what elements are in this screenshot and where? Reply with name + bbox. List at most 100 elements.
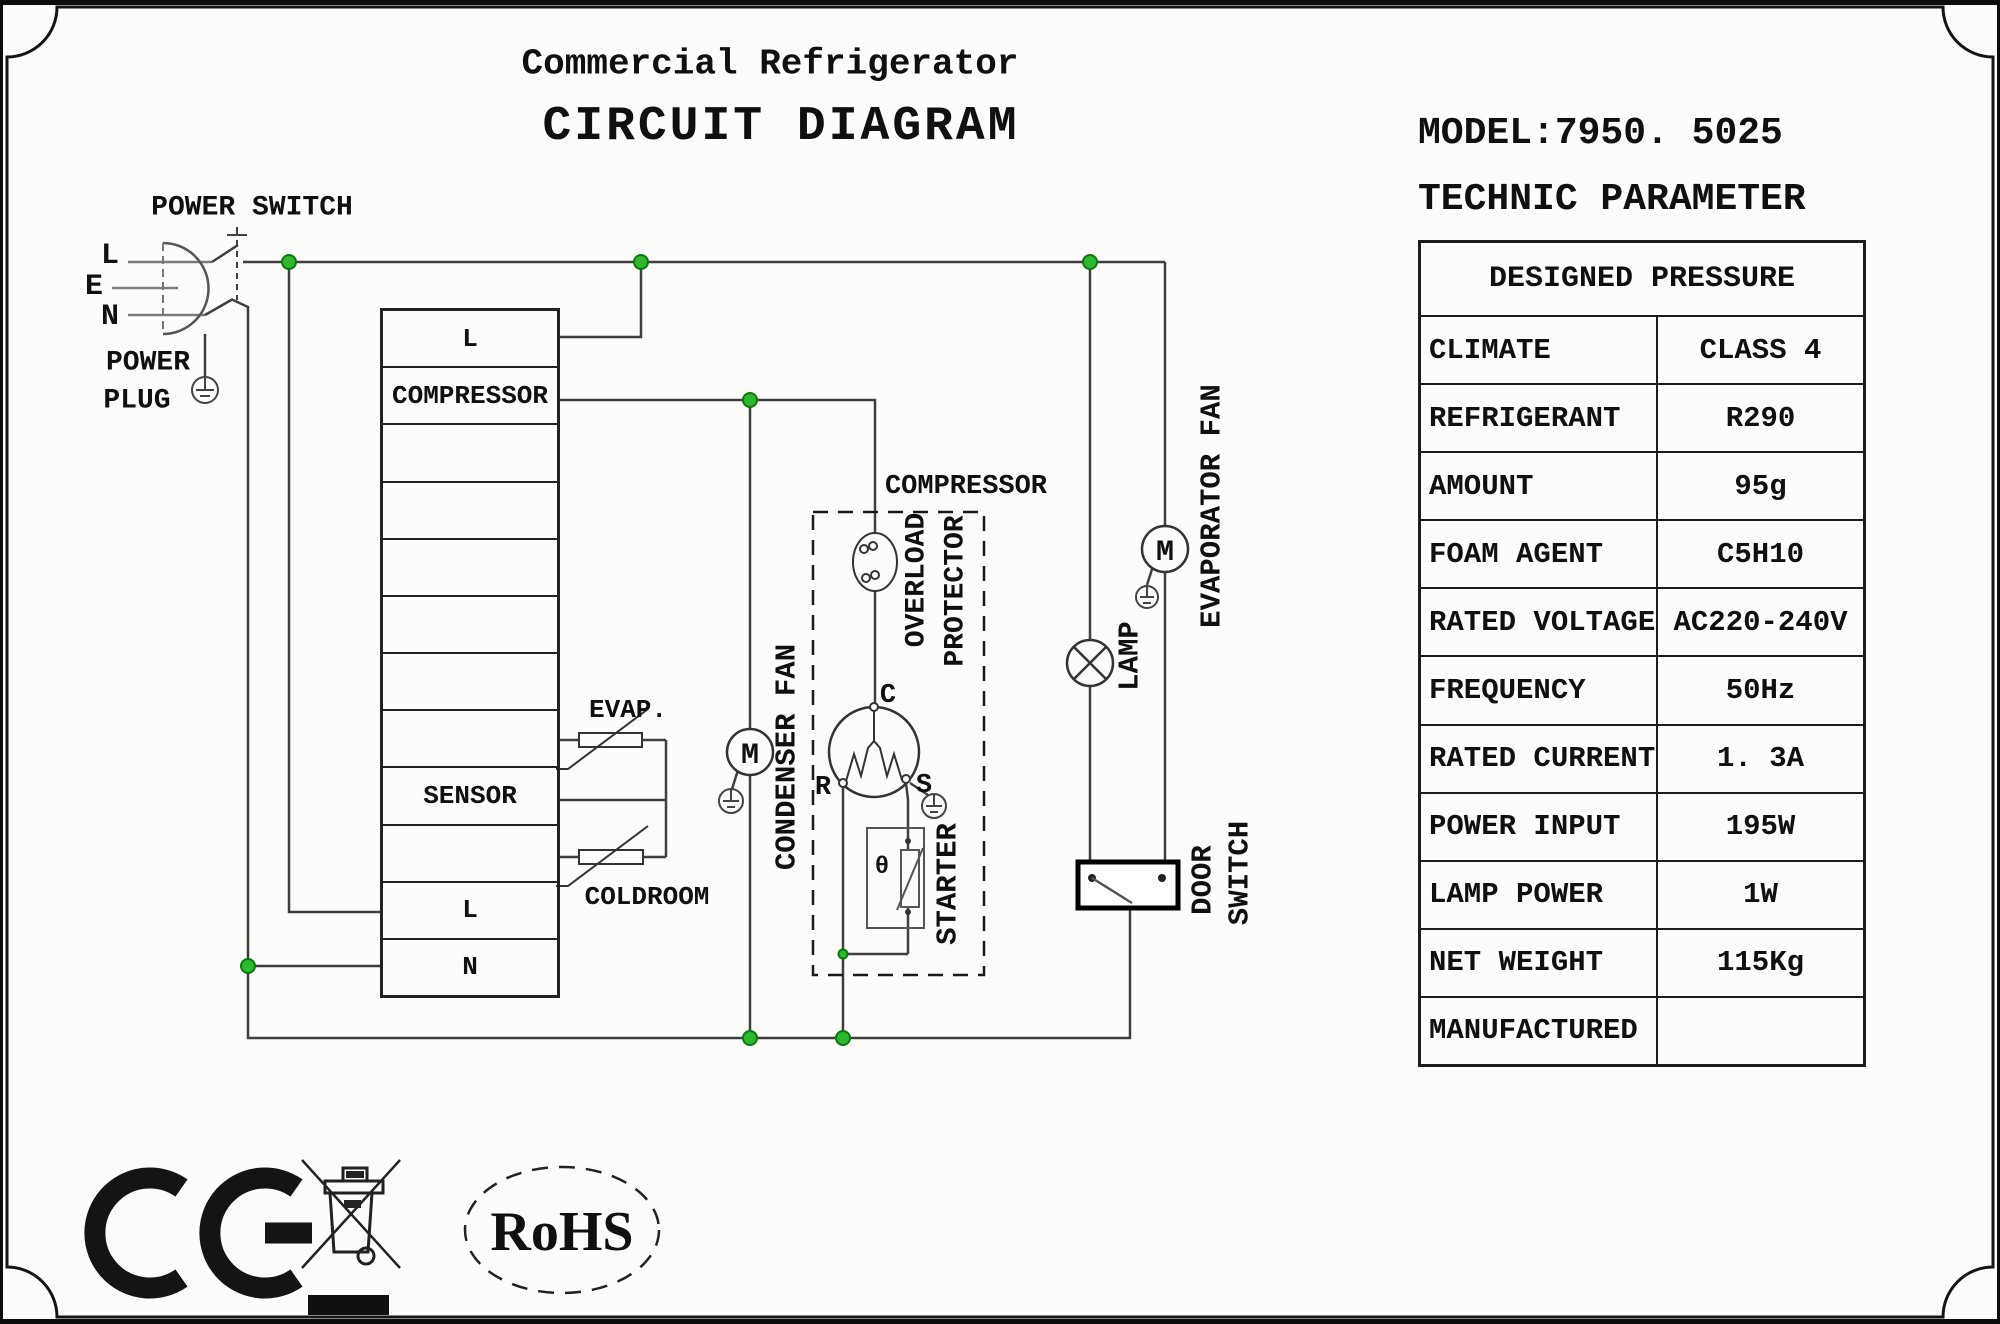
plug-body-arc bbox=[162, 241, 210, 336]
terminal-row bbox=[383, 537, 557, 595]
scan-edge-bottom bbox=[0, 1319, 2000, 1324]
param-value: 1W bbox=[1743, 878, 1778, 912]
starter-label: STARTER bbox=[931, 823, 965, 945]
motor-winding-zigzag bbox=[845, 739, 903, 782]
terminal-r-letter: R bbox=[815, 773, 832, 803]
table-row: NET WEIGHT 115Kg bbox=[1421, 929, 1863, 998]
terminal-s-letter: S bbox=[916, 771, 932, 801]
param-value: C5H10 bbox=[1716, 537, 1804, 571]
param-value bbox=[1658, 998, 1863, 1064]
doc-title-line2: CIRCUIT DIAGRAM bbox=[542, 100, 1020, 154]
ground-icon bbox=[718, 788, 744, 814]
lamp-icon bbox=[1065, 638, 1115, 688]
terminal-row bbox=[383, 709, 557, 766]
evaporator-fan-label: EVAPORATOR FAN bbox=[1195, 384, 1229, 628]
weee-bin-icon bbox=[301, 1159, 401, 1315]
plug-prongs bbox=[112, 260, 212, 317]
param-value: 95g bbox=[1734, 469, 1787, 503]
lamp-label: LAMP bbox=[1113, 621, 1147, 691]
protector-label: PROTECTOR bbox=[940, 515, 972, 667]
power-switch-label: POWER SWITCH bbox=[151, 192, 353, 224]
param-label: MANUFACTURED bbox=[1421, 997, 1658, 1065]
power-switch-symbol bbox=[204, 227, 249, 317]
power-plug-symbol bbox=[112, 241, 212, 336]
table-row: REFRIGERANT R290 bbox=[1421, 385, 1863, 454]
plug-line-n-label: N bbox=[100, 300, 120, 334]
ground-icons bbox=[191, 376, 1159, 819]
door-switch-label-line1: DOOR bbox=[1186, 845, 1220, 915]
compressor-assembly: C R S θ bbox=[811, 510, 986, 977]
param-label: FOAM AGENT bbox=[1421, 521, 1658, 588]
terminal-c-letter: C bbox=[880, 681, 896, 711]
starter-theta-letter: θ bbox=[875, 854, 889, 881]
evap-sensor-label: EVAP. bbox=[588, 695, 668, 725]
rohs-label: RoHS bbox=[490, 1201, 634, 1263]
technic-parameter-title: TECHNIC PARAMETER bbox=[1418, 178, 1806, 221]
param-label: AMOUNT bbox=[1421, 453, 1658, 520]
condenser-fan-label: CONDENSER FAN bbox=[770, 643, 804, 871]
ce-mark-icon bbox=[84, 1167, 312, 1299]
condenser-motor-letter: M bbox=[741, 739, 759, 773]
coldroom-thermistor-icon bbox=[556, 825, 649, 887]
param-value: R290 bbox=[1725, 401, 1796, 435]
table-row: LAMP POWER 1W bbox=[1421, 861, 1863, 930]
terminal-row: N bbox=[383, 937, 557, 995]
table-row: MANUFACTURED bbox=[1421, 997, 1863, 1065]
page-frame bbox=[5, 5, 1995, 1319]
param-label: POWER INPUT bbox=[1421, 793, 1658, 860]
table-row: CLIMATE CLASS 4 bbox=[1421, 317, 1863, 386]
terminal-row bbox=[383, 594, 557, 652]
param-value: AC220-240V bbox=[1673, 605, 1848, 639]
terminal-row: COMPRESSOR bbox=[383, 366, 557, 423]
table-row: POWER INPUT 195W bbox=[1421, 793, 1863, 862]
terminal-block: L COMPRESSOR SENSOR L N bbox=[380, 308, 560, 998]
param-label: LAMP POWER bbox=[1421, 861, 1658, 928]
evap-thermistor-icon bbox=[556, 708, 649, 770]
sensor-symbols bbox=[556, 708, 649, 887]
param-label: REFRIGERANT bbox=[1421, 385, 1658, 452]
param-value: 50Hz bbox=[1725, 674, 1796, 708]
bottom-bus-wire bbox=[246, 306, 1132, 1040]
table-row: FREQUENCY 50Hz bbox=[1421, 657, 1863, 726]
model-number: MODEL:7950. 5025 bbox=[1418, 112, 1783, 155]
terminal-row: SENSOR bbox=[383, 766, 557, 823]
param-value: 195W bbox=[1725, 810, 1796, 844]
table-row: FOAM AGENT C5H10 bbox=[1421, 521, 1863, 590]
param-value: CLASS 4 bbox=[1699, 333, 1822, 367]
ground-icon bbox=[921, 793, 947, 819]
table-row: AMOUNT 95g bbox=[1421, 453, 1863, 522]
evaporator-fan-motor-symbol: M bbox=[1140, 524, 1190, 574]
plug-line-e-label: E bbox=[84, 270, 104, 304]
table-row: RATED CURRENT 1. 3A bbox=[1421, 725, 1863, 794]
terminal-row: L bbox=[383, 880, 557, 938]
junction-nodes bbox=[240, 254, 1098, 1046]
terminal-row bbox=[383, 652, 557, 709]
wiring bbox=[203, 260, 1167, 1040]
terminal-row bbox=[383, 823, 557, 881]
scan-edge-top bbox=[0, 0, 2000, 5]
table-header: DESIGNED PRESSURE bbox=[1421, 243, 1863, 317]
compressor-label: COMPRESSOR bbox=[884, 472, 1048, 502]
scan-edge-right bbox=[1997, 0, 2000, 1324]
terminal-row bbox=[383, 480, 557, 538]
coldroom-sensor-label: COLDROOM bbox=[584, 882, 710, 912]
plug-line-l-label: L bbox=[100, 239, 120, 273]
door-switch-icon bbox=[1075, 859, 1181, 911]
param-value: 115Kg bbox=[1716, 946, 1804, 980]
condenser-fan-motor-symbol: M bbox=[725, 727, 775, 777]
door-switch-label-line2: SWITCH bbox=[1223, 820, 1257, 926]
rohs-oval bbox=[463, 1165, 661, 1295]
weee-black-bar bbox=[308, 1295, 389, 1315]
starter-icon bbox=[866, 827, 925, 929]
overload-protector-icon bbox=[852, 532, 898, 592]
doc-title-line1: Commercial Refrigerator bbox=[521, 43, 1019, 85]
technic-parameter-table: DESIGNED PRESSURE CLIMATE CLASS 4 REFRIG… bbox=[1418, 240, 1866, 1067]
terminal-row bbox=[383, 423, 557, 480]
compressor-dashed-box bbox=[811, 510, 986, 977]
param-label: RATED CURRENT bbox=[1421, 725, 1658, 792]
table-row: RATED VOLTAGE AC220-240V bbox=[1421, 589, 1863, 658]
param-value: 1. 3A bbox=[1716, 742, 1804, 776]
ground-icon bbox=[1135, 585, 1159, 609]
